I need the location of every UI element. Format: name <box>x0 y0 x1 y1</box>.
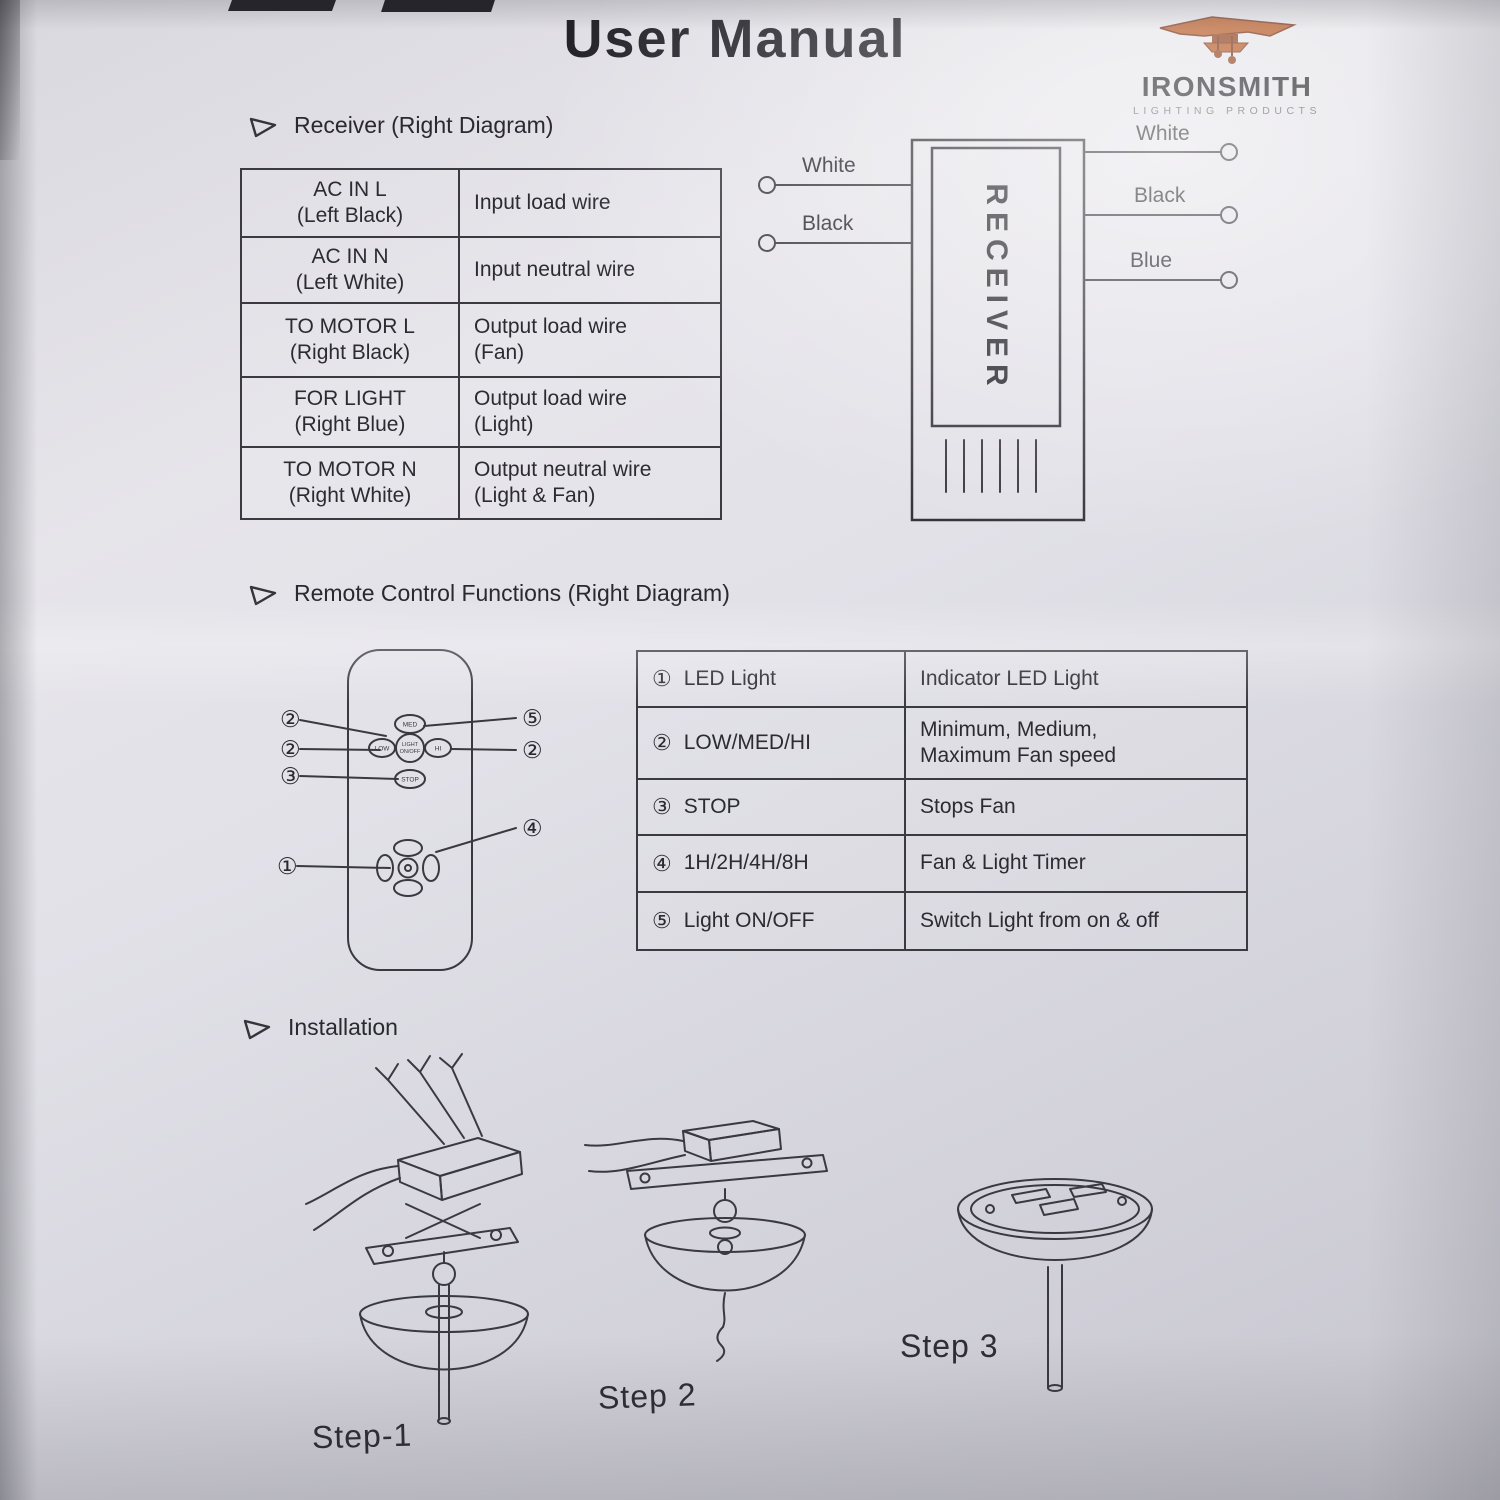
function-term: LOW/MED/HI <box>683 730 811 754</box>
antenna-hatch-lines <box>945 439 1037 493</box>
brand-logo: IRONSMITH LIGHTING PRODUCTS <box>1122 12 1332 117</box>
remote-heading-label: Remote Control Functions (Right Diagram) <box>294 580 730 606</box>
wire-label-in-black: Black <box>802 212 854 235</box>
function-key: ② LOW/MED/HI <box>638 708 906 780</box>
wire-label-in-white: White <box>802 154 856 177</box>
wiring-desc: Input load wire <box>460 170 722 238</box>
receiver-wiring-table: AC IN L (Left Black) Input load wire AC … <box>240 168 722 520</box>
function-key: ③ STOP <box>638 780 906 836</box>
function-num: ② <box>652 730 672 756</box>
step2-illustration <box>584 1120 828 1362</box>
callout-2a: ② <box>280 706 301 732</box>
anvil-icon <box>1159 16 1297 64</box>
callout-1: ① <box>277 853 298 879</box>
function-num: ① <box>652 666 672 692</box>
receiver-diagram: RECEIVER White Black White Black Blue <box>740 118 1260 530</box>
section-arrow-icon <box>249 117 277 138</box>
step3-illustration <box>957 1178 1153 1392</box>
section-arrow-icon <box>243 1019 271 1040</box>
remote-btn-light-line1: LIGHT <box>402 742 419 748</box>
function-key: ④ 1H/2H/4H/8H <box>638 836 906 893</box>
remote-btn-stop: STOP <box>401 777 419 784</box>
function-desc: Fan & Light Timer <box>906 836 1248 893</box>
wiring-desc: Output neutral wire (Light & Fan) <box>460 448 722 520</box>
callout-5: ⑤ <box>522 705 543 731</box>
wire-label-out-white: White <box>1136 122 1190 145</box>
function-term: Light ON/OFF <box>683 908 815 932</box>
remote-functions-table: ① LED Light Indicator LED Light ② LOW/ME… <box>636 650 1248 951</box>
cutoff-mark <box>227 0 337 11</box>
wiring-term: TO MOTOR N (Right White) <box>242 448 460 520</box>
remote-btn-light-line2: ON/OFF <box>400 749 421 755</box>
function-desc: Switch Light from on & off <box>906 893 1248 951</box>
remote-btn-hi: HI <box>435 746 442 753</box>
wire-label-out-blue: Blue <box>1130 249 1173 272</box>
page-title: User Manual <box>563 9 907 69</box>
callout-2c: ② <box>522 737 543 763</box>
receiver-box-label: RECEIVER <box>980 183 1013 393</box>
function-term: STOP <box>683 794 741 818</box>
section-arrow-icon <box>249 585 277 606</box>
function-num: ④ <box>652 850 672 876</box>
function-key: ⑤ Light ON/OFF <box>638 893 906 951</box>
callout-2b: ② <box>280 736 301 762</box>
function-num: ③ <box>652 794 672 820</box>
installation-section-heading: Installation <box>242 1014 398 1041</box>
wiring-term: FOR LIGHT (Right Blue) <box>242 378 460 448</box>
function-desc: Minimum, Medium, Maximum Fan speed <box>906 708 1248 780</box>
wiring-desc: Output load wire (Fan) <box>460 304 722 378</box>
wiring-term: AC IN N (Left White) <box>242 238 460 304</box>
installation-heading-label: Installation <box>288 1014 398 1040</box>
wiring-desc: Input neutral wire <box>460 238 722 304</box>
function-num: ⑤ <box>652 908 672 934</box>
wire-label-out-black: Black <box>1134 184 1186 207</box>
brand-name: IRONSMITH <box>1141 71 1313 102</box>
function-term: LED Light <box>683 666 776 690</box>
brand-tagline: LIGHTING PRODUCTS <box>1133 105 1321 117</box>
function-desc: Stops Fan <box>906 780 1248 836</box>
callout-3: ③ <box>280 763 301 789</box>
function-desc: Indicator LED Light <box>906 652 1248 708</box>
remote-btn-med: MED <box>403 722 418 729</box>
receiver-section-heading: Receiver (Right Diagram) <box>248 112 553 139</box>
step1-illustration <box>305 1053 529 1425</box>
callout-4: ④ <box>522 815 543 841</box>
function-key: ① LED Light <box>638 652 906 708</box>
receiver-heading-label: Receiver (Right Diagram) <box>294 112 554 138</box>
wiring-desc: Output load wire (Light) <box>460 378 722 448</box>
remote-control-drawing: MED LOW HI LIGHT ON/OFF STOP <box>258 640 568 985</box>
step2-label: Step 2 <box>597 1376 698 1416</box>
remote-section-heading: Remote Control Functions (Right Diagram) <box>248 580 730 607</box>
function-term: 1H/2H/4H/8H <box>683 851 809 875</box>
callout-lines <box>296 717 517 869</box>
step1-label: Step-1 <box>311 1416 413 1456</box>
wiring-term: TO MOTOR L (Right Black) <box>242 304 460 378</box>
step3-label: Step 3 <box>900 1328 999 1364</box>
photo-corner-shadow <box>0 0 20 160</box>
remote-illustration: MED LOW HI LIGHT ON/OFF STOP <box>296 649 517 971</box>
wiring-term: AC IN L (Left Black) <box>242 170 460 238</box>
